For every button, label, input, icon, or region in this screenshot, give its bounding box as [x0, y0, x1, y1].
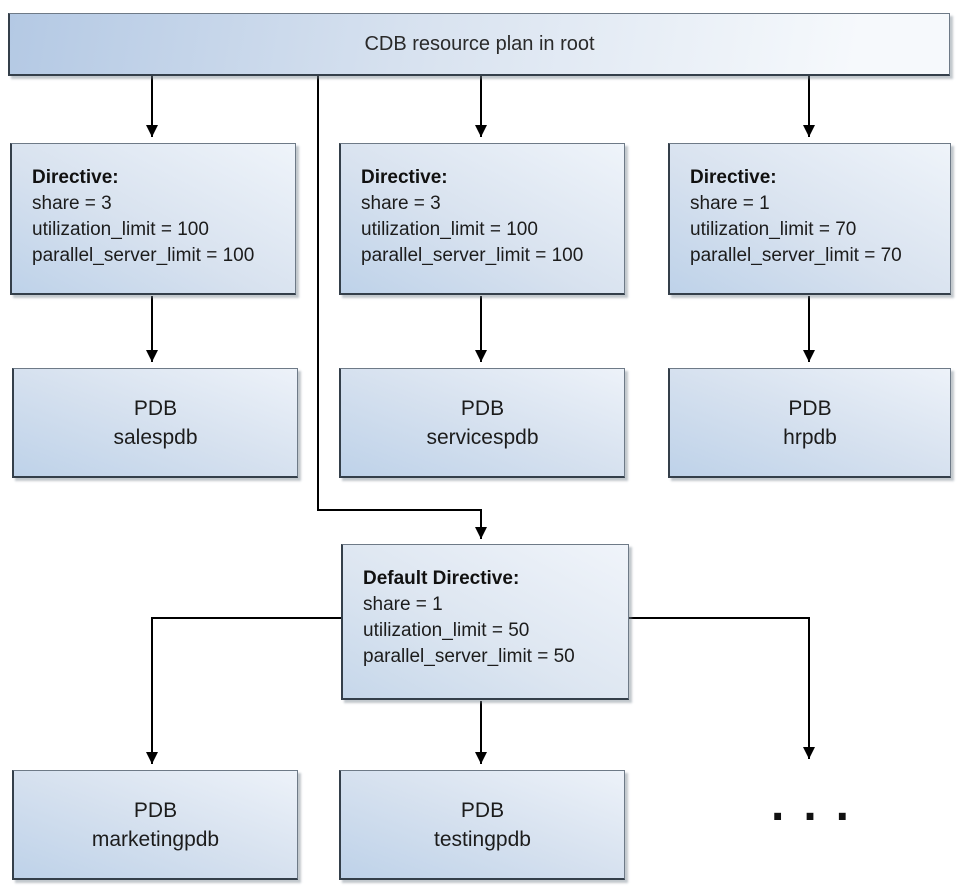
directive-3-utilization-limit: utilization_limit = 70 — [690, 219, 857, 240]
pdb-box-servicespdb: PDB servicespdb — [339, 368, 625, 478]
directive-1-title: Directive: — [32, 167, 119, 188]
arrow-default-to-marketingpdb — [146, 617, 341, 764]
root-plan-label: CDB resource plan in root — [364, 32, 595, 55]
ellipsis-more-pdbs: ... — [771, 778, 869, 831]
default-directive-box: Default Directive: share = 1 utilization… — [341, 544, 629, 700]
pdb-name-label: salespdb — [113, 425, 198, 449]
default-directive-utilization-limit: utilization_limit = 50 — [363, 620, 530, 641]
pdb-box-testingpdb: PDB testingpdb — [339, 770, 625, 880]
pdb-name-label: hrpdb — [783, 425, 837, 449]
default-directive-parallel-server-limit: parallel_server_limit = 50 — [363, 646, 575, 667]
pdb-box-hrpdb: PDB hrpdb — [668, 368, 951, 478]
pdb-box-marketingpdb: PDB marketingpdb — [12, 770, 298, 880]
root-plan-box: CDB resource plan in root — [8, 13, 950, 76]
default-directive-share: share = 1 — [363, 594, 443, 615]
pdb-name-label: servicespdb — [426, 425, 539, 449]
directive-3-share: share = 1 — [690, 193, 770, 214]
directive-box-3: Directive: share = 1 utilization_limit =… — [668, 143, 951, 295]
arrow-default-to-ellipsis — [629, 617, 815, 759]
directive-1-share: share = 3 — [32, 193, 112, 214]
directive-1-parallel-server-limit: parallel_server_limit = 100 — [32, 245, 255, 266]
pdb-name-label: marketingpdb — [91, 827, 220, 851]
directive-2-utilization-limit: utilization_limit = 100 — [361, 219, 538, 240]
directive-3-title: Directive: — [690, 167, 777, 188]
directive-1-utilization-limit: utilization_limit = 100 — [32, 219, 209, 240]
directive-box-2: Directive: share = 3 utilization_limit =… — [339, 143, 625, 295]
directive-2-title: Directive: — [361, 167, 448, 188]
directive-box-1: Directive: share = 3 utilization_limit =… — [10, 143, 296, 295]
pdb-type-label: PDB — [460, 798, 505, 822]
pdb-box-salespdb: PDB salespdb — [12, 368, 298, 478]
directive-2-parallel-server-limit: parallel_server_limit = 100 — [361, 245, 584, 266]
directive-2-share: share = 3 — [361, 193, 441, 214]
directive-3-parallel-server-limit: parallel_server_limit = 70 — [690, 245, 902, 266]
pdb-type-label: PDB — [133, 798, 178, 822]
pdb-type-label: PDB — [133, 396, 178, 420]
pdb-type-label: PDB — [788, 396, 832, 420]
pdb-type-label: PDB — [460, 396, 505, 420]
pdb-name-label: testingpdb — [434, 827, 531, 851]
default-directive-title: Default Directive: — [363, 568, 520, 589]
